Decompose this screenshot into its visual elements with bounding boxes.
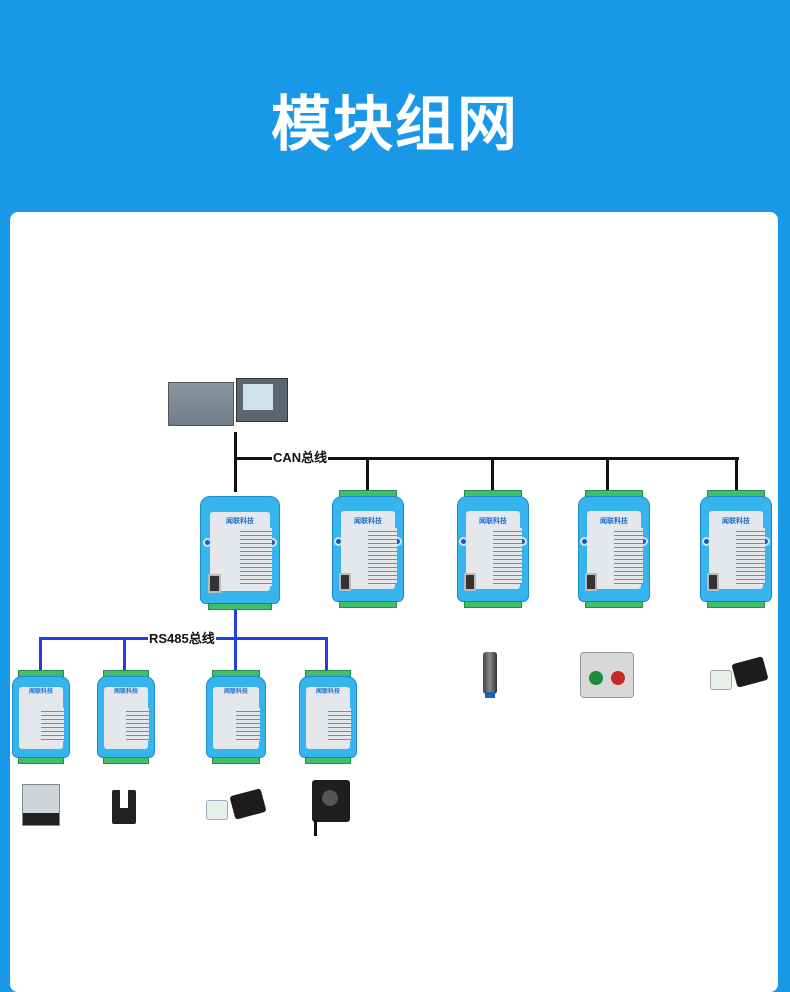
rs485-module: 闻联科技	[206, 670, 266, 764]
plc-icon	[168, 382, 234, 426]
solenoid-valve-icon	[204, 786, 267, 826]
can-bus-line	[234, 457, 739, 460]
module-brand: 闻联科技	[226, 517, 254, 525]
gateway-module: 闻联科技	[200, 490, 280, 610]
rs485-module: 闻联科技	[12, 670, 70, 764]
module-brand: 闻联科技	[223, 688, 248, 695]
page-title: 模块组网	[271, 90, 519, 160]
io-module: 闻联科技	[457, 490, 529, 608]
rs485-drop	[123, 637, 126, 672]
rs485-module: 闻联科技	[97, 670, 155, 764]
proximity-sensor-icon	[483, 652, 497, 698]
solenoid-valve-icon	[708, 656, 769, 694]
module-brand: 闻联科技	[479, 518, 507, 526]
io-module: 闻联科技	[700, 490, 772, 608]
module-brand: 闻联科技	[722, 518, 750, 526]
can-drop	[491, 457, 494, 492]
rs485-bus-vertical	[234, 608, 237, 672]
photoelectric-sensor-icon	[112, 790, 136, 824]
module-brand: 闻联科技	[600, 518, 628, 526]
vision-sensor-icon	[312, 780, 350, 836]
module-brand: 闻联科技	[28, 688, 53, 695]
pushbutton-box-icon	[580, 652, 634, 698]
io-module: 闻联科技	[332, 490, 404, 608]
rs485-drop	[325, 637, 328, 672]
can-bus-vertical	[234, 432, 237, 492]
rs485-drop	[39, 637, 42, 672]
module-brand: 闻联科技	[113, 688, 138, 695]
module-brand: 闻联科技	[315, 688, 340, 695]
module-brand: 闻联科技	[354, 518, 382, 526]
can-drop	[735, 457, 738, 492]
rs485-module: 闻联科技	[299, 670, 357, 764]
can-drop	[366, 457, 369, 492]
hmi-panel-icon	[236, 378, 288, 422]
can-drop	[606, 457, 609, 492]
relay-icon	[22, 784, 60, 826]
rs485-bus-label: RS485总线	[148, 631, 216, 646]
can-bus-label: CAN总线	[272, 450, 329, 465]
io-module: 闻联科技	[578, 490, 650, 608]
